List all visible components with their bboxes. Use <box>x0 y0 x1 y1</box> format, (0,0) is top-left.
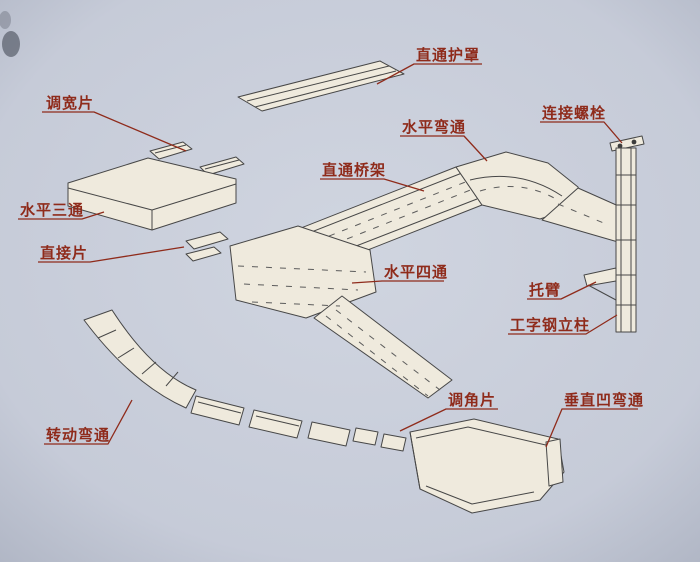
label-straight-tray: 直通桥架 <box>322 161 386 179</box>
angle-adjust-piece-shape <box>352 427 407 452</box>
connecting-bolt-shape <box>609 135 645 152</box>
i-beam-column-leader <box>508 314 618 335</box>
label-angle-adjust-piece: 调角片 <box>448 391 496 409</box>
label-horizontal-bend: 水平弯通 <box>402 118 466 136</box>
label-i-beam-column: 工字钢立柱 <box>510 316 590 334</box>
angle-adjust-piece-leader <box>399 408 498 432</box>
rotating-bend-shape <box>83 309 197 409</box>
label-horizontal-cross: 水平四通 <box>384 263 448 281</box>
straight-cover-leader <box>376 63 482 85</box>
bottom-segments-shape <box>190 395 351 447</box>
width-adjust-piece-leader <box>42 111 187 152</box>
horizontal-tee-shape <box>67 157 237 231</box>
horizontal-tee-leader <box>18 211 105 220</box>
i-beam-column-shape <box>615 147 637 333</box>
vertical-concave-bend-leader <box>545 408 638 448</box>
label-straight-cover: 直通护罩 <box>416 46 480 64</box>
label-direct-piece: 直接片 <box>40 244 88 262</box>
label-width-adjust-piece: 调宽片 <box>46 94 94 112</box>
support-arm-leader <box>527 281 597 300</box>
horizontal-cross-shape <box>229 225 453 399</box>
horizontal-bend-leader <box>400 135 488 162</box>
direct-piece-shape <box>185 231 229 262</box>
straight-tray-leader <box>320 178 425 192</box>
label-horizontal-tee: 水平三通 <box>20 201 84 219</box>
connecting-bolt-leader <box>540 121 623 144</box>
direct-piece-leader <box>38 246 185 263</box>
corner-smudge-small <box>0 11 11 29</box>
label-support-arm: 托臂 <box>529 281 561 299</box>
straight-cover-shape <box>237 60 405 112</box>
label-rotating-bend: 转动弯通 <box>46 426 110 444</box>
label-vertical-concave-bend: 垂直凹弯通 <box>564 391 644 409</box>
horizontal-cross-leader <box>351 280 444 284</box>
rotating-bend-leader <box>44 399 133 445</box>
corner-smudge <box>2 31 20 57</box>
vertical-concave-bend-shape <box>409 418 565 514</box>
label-connecting-bolt: 连接螺栓 <box>542 104 606 122</box>
